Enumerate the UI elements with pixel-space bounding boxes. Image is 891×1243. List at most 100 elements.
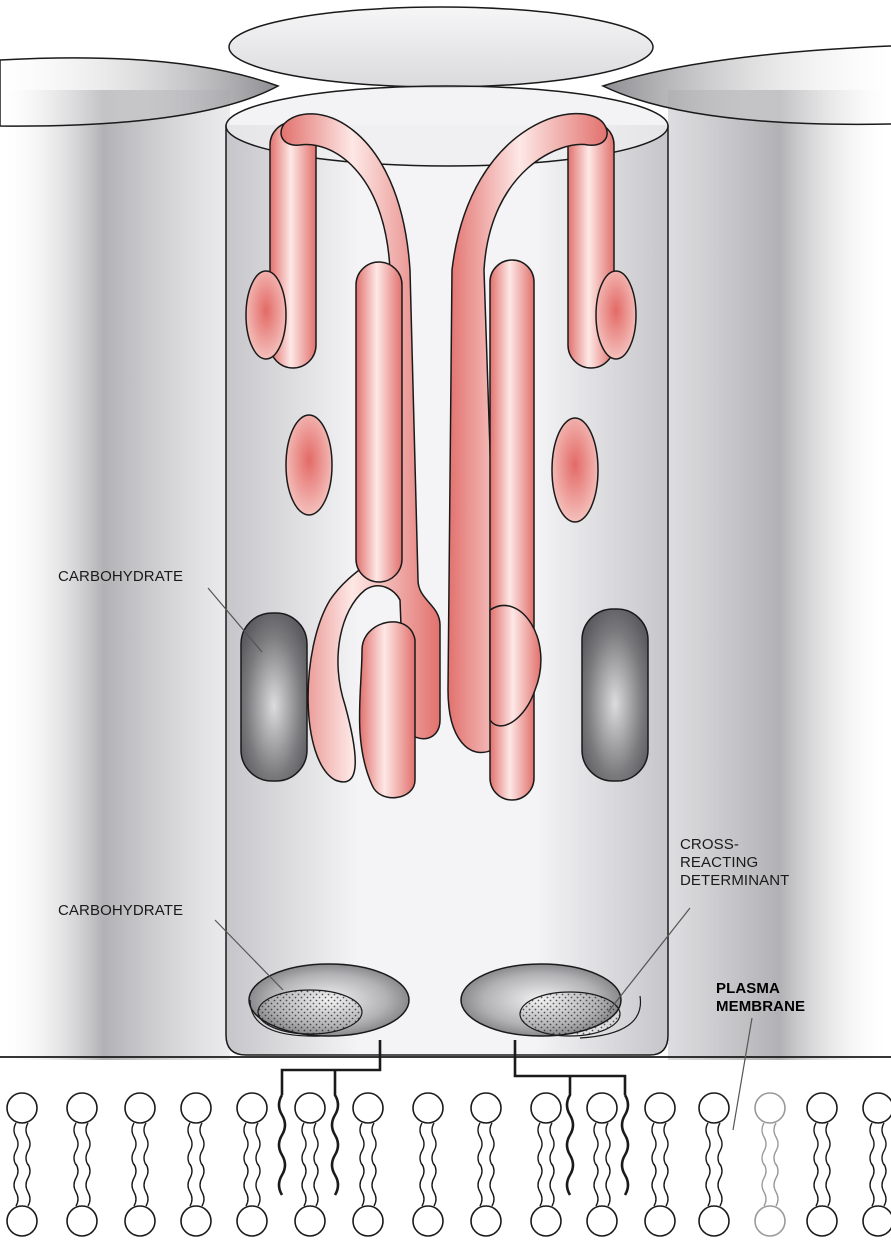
cross-reacting-label-line2: REACTING (680, 854, 789, 872)
lipid-tail-inner (432, 1164, 436, 1206)
lipid-tail-inner (26, 1164, 30, 1206)
lipid-head-inner (413, 1206, 443, 1236)
cross-reacting-label-line1: CROSS- (680, 836, 789, 854)
lipid-tail-outer (14, 1123, 18, 1165)
lipid-head-outer (353, 1093, 383, 1123)
lipid-head-inner (7, 1206, 37, 1236)
lipid-tail-inner (664, 1164, 668, 1206)
lipid-tail-outer (870, 1123, 874, 1165)
lipid-tail-inner (314, 1164, 318, 1206)
lipid-head-outer (863, 1093, 891, 1123)
lipid-tail-inner (478, 1164, 482, 1206)
lipid-tail-inner (74, 1164, 78, 1206)
lipid-tail-inner (718, 1164, 722, 1206)
lipid-tail-outer (882, 1123, 886, 1165)
lipid-head-inner (807, 1206, 837, 1236)
gpi-anchors (279, 1040, 628, 1195)
lipid-head-outer (295, 1093, 325, 1123)
lipid-tail-outer (244, 1123, 248, 1165)
lipid-tail-inner (302, 1164, 306, 1206)
lipid-tail-inner (538, 1164, 542, 1206)
lipid-tail-outer (314, 1123, 318, 1165)
lipid-tail-outer (718, 1123, 722, 1165)
lipid-tail-inner (360, 1164, 364, 1206)
lipid-head-inner (67, 1206, 97, 1236)
lipid-tail-outer (86, 1123, 90, 1165)
lipid-tail-inner (144, 1164, 148, 1206)
lipid-tail-inner (200, 1164, 204, 1206)
lipid-tail-inner (606, 1164, 610, 1206)
cross-reacting-determinant-label: CROSS- REACTING DETERMINANT (680, 836, 789, 890)
lipid-head-inner (353, 1206, 383, 1236)
lipid-tail-outer (132, 1123, 136, 1165)
lipid-tail-outer (432, 1123, 436, 1165)
lipid-tail-outer (478, 1123, 482, 1165)
lipid-tail-outer (550, 1123, 554, 1165)
lipid-head-outer (7, 1093, 37, 1123)
lipid-head-outer (531, 1093, 561, 1123)
lipid-tail-inner (814, 1164, 818, 1206)
lipid-tail-inner (706, 1164, 710, 1206)
lipid-tail-inner (420, 1164, 424, 1206)
lipid-tail-inner (244, 1164, 248, 1206)
lipid-head-outer (67, 1093, 97, 1123)
lipid-head-inner (295, 1206, 325, 1236)
lipid-tail-inner (774, 1164, 778, 1206)
carbohydrate-label-upper: CARBOHYDRATE (58, 568, 183, 586)
lipid-head-outer (587, 1093, 617, 1123)
lipid-head-inner (237, 1206, 267, 1236)
lipid-tail-outer (74, 1123, 78, 1165)
lipid-head-inner (755, 1206, 785, 1236)
lipid-tail-outer (490, 1123, 494, 1165)
lipid-head-inner (531, 1206, 561, 1236)
lipid-head-inner (587, 1206, 617, 1236)
lipid-tail-inner (188, 1164, 192, 1206)
lipid-tail-outer (826, 1123, 830, 1165)
lipid-tail-outer (302, 1123, 306, 1165)
plasma-membrane-label-line2: MEMBRANE (716, 998, 805, 1016)
lipid-tail-outer (144, 1123, 148, 1165)
lipid-tail-outer (706, 1123, 710, 1165)
lipid-tail-inner (256, 1164, 260, 1206)
lipid-tail-inner (870, 1164, 874, 1206)
lipid-head-inner (471, 1206, 501, 1236)
plasma-membrane-label-line1: PLASMA (716, 980, 805, 998)
lipid-tail-outer (256, 1123, 260, 1165)
lipid-bilayer (7, 1093, 891, 1236)
lipid-head-outer (699, 1093, 729, 1123)
carbohydrate-upper-right (582, 609, 648, 781)
lipid-tail-inner (132, 1164, 136, 1206)
lipid-tail-outer (774, 1123, 778, 1165)
lipid-tail-inner (490, 1164, 494, 1206)
lipid-head-inner (863, 1206, 891, 1236)
lipid-head-outer (807, 1093, 837, 1123)
lipid-head-outer (237, 1093, 267, 1123)
lipid-tail-outer (360, 1123, 364, 1165)
lipid-head-outer (413, 1093, 443, 1123)
lipid-head-inner (699, 1206, 729, 1236)
lipid-tail-inner (762, 1164, 766, 1206)
lipid-tail-outer (594, 1123, 598, 1165)
cross-reacting-label-line3: DETERMINANT (680, 872, 789, 890)
lipid-tail-inner (826, 1164, 830, 1206)
lipid-tail-outer (420, 1123, 424, 1165)
lipid-head-inner (181, 1206, 211, 1236)
lipid-head-outer (181, 1093, 211, 1123)
carbohydrate-label-lower: CARBOHYDRATE (58, 902, 183, 920)
lipid-tail-outer (664, 1123, 668, 1165)
lipid-head-inner (125, 1206, 155, 1236)
lipid-tail-outer (814, 1123, 818, 1165)
lipid-tail-inner (594, 1164, 598, 1206)
lipid-tail-outer (652, 1123, 656, 1165)
lipid-tail-inner (86, 1164, 90, 1206)
lipid-head-outer (755, 1093, 785, 1123)
carbohydrate-foot-left (249, 964, 409, 1036)
lipid-tail-outer (372, 1123, 376, 1165)
lipid-tail-inner (372, 1164, 376, 1206)
lipid-tail-inner (14, 1164, 18, 1206)
lipid-tail-outer (606, 1123, 610, 1165)
lipid-tail-inner (652, 1164, 656, 1206)
lipid-tail-inner (550, 1164, 554, 1206)
lipid-head-outer (645, 1093, 675, 1123)
